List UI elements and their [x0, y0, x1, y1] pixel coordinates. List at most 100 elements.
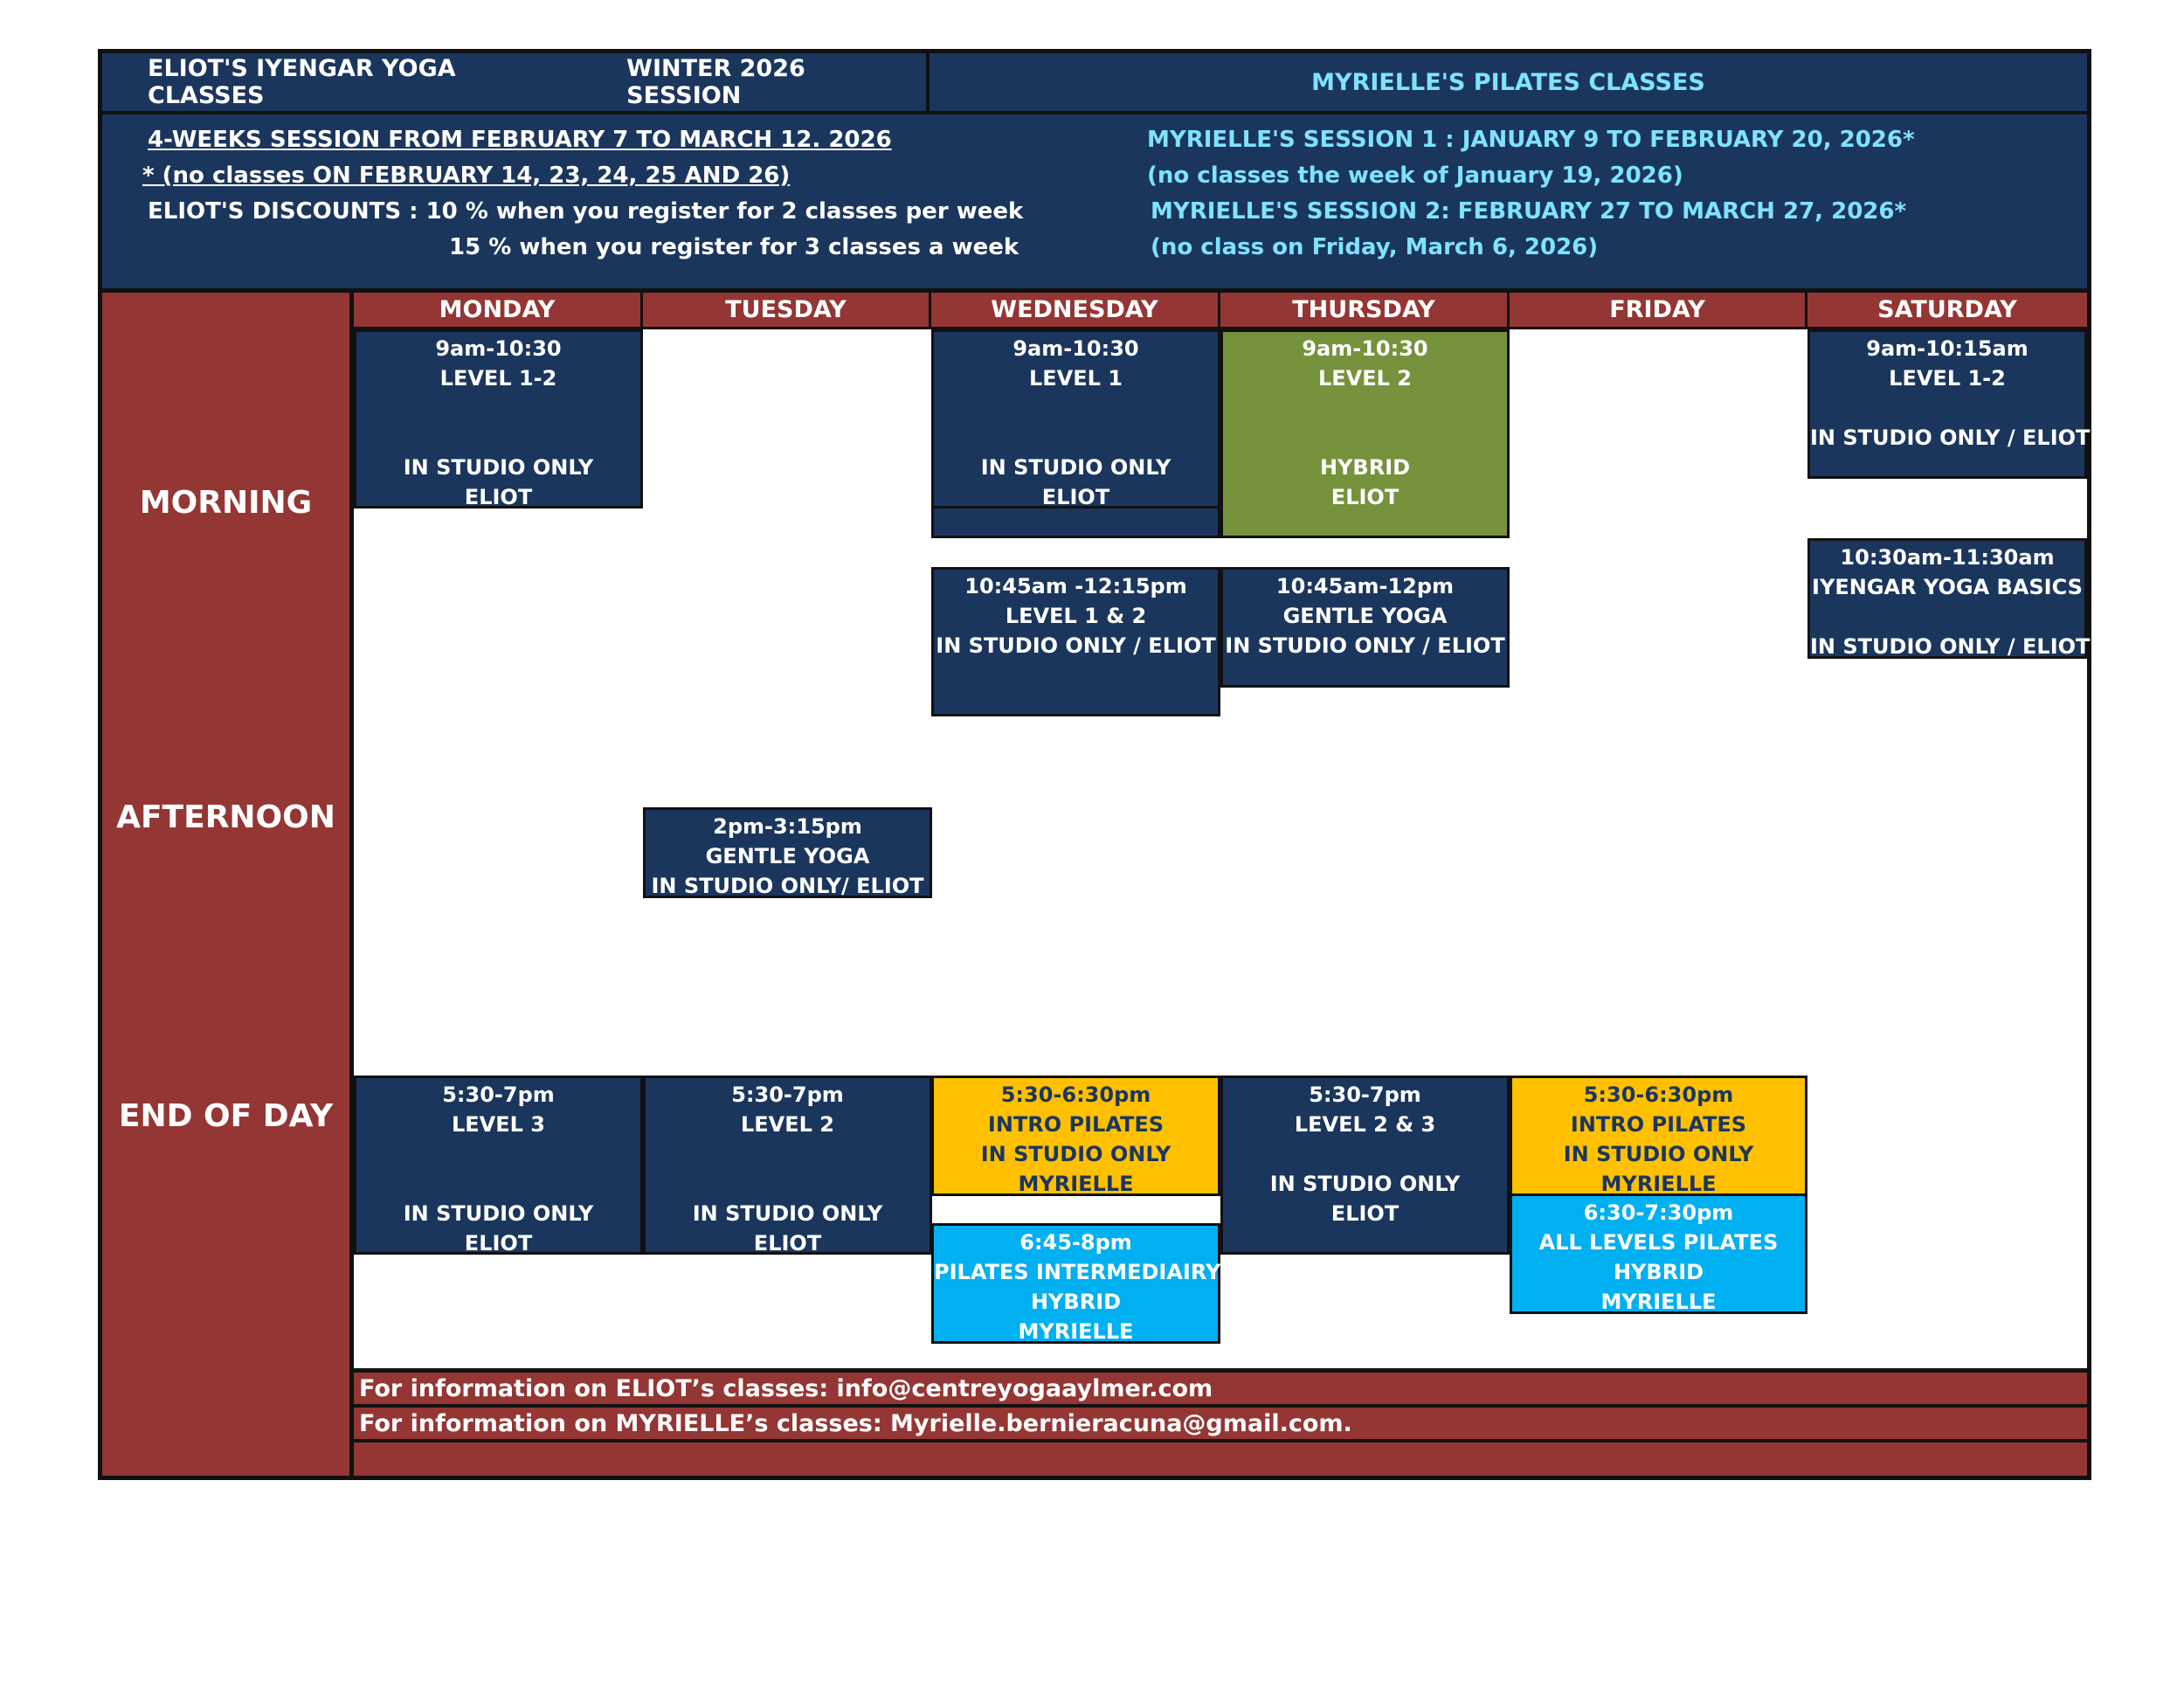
- class-tuesday-evening[interactable]: 5:30-7pm LEVEL 2 IN STUDIO ONLY ELIOT: [643, 1076, 932, 1256]
- class-time: 9am-10:30: [1013, 336, 1139, 361]
- class-mode: IN STUDIO ONLY: [1563, 1142, 1754, 1166]
- class-mode: IN STUDIO ONLY: [980, 455, 1171, 480]
- class-level: LEVEL 2 & 3: [1294, 1112, 1436, 1137]
- class-time: 9am-10:30: [435, 336, 562, 361]
- class-monday-morning[interactable]: 9am-10:30 LEVEL 1-2 IN STUDIO ONLY ELIOT: [354, 329, 643, 509]
- class-mode: HYBRID: [1030, 1290, 1122, 1314]
- class-time: 9am-10:30: [1302, 336, 1428, 361]
- class-level: GENTLE YOGA: [1282, 604, 1448, 628]
- pilates-session-2: MYRIELLE'S SESSION 2: FEBRUARY 27 TO MAR…: [1151, 198, 1907, 225]
- class-time: 9am-10:15am: [1866, 336, 2028, 361]
- class-mode: IN STUDIO ONLY: [980, 1142, 1171, 1166]
- class-mode: IN STUDIO ONLY: [403, 455, 594, 480]
- class-time: 6:30-7:30pm: [1583, 1200, 1734, 1225]
- class-level: LEVEL 3: [451, 1112, 545, 1137]
- myrielle-contact-text: For information on MYRIELLE’s classes: M…: [359, 1409, 1352, 1437]
- day-wednesday: WEDNESDAY: [931, 293, 1220, 329]
- class-tuesday-afternoon[interactable]: 2pm-3:15pm GENTLE YOGA IN STUDIO ONLY/ E…: [643, 807, 932, 898]
- footer-myrielle-info: For information on MYRIELLE’s classes: M…: [354, 1408, 2087, 1442]
- class-level: LEVEL 2: [740, 1112, 834, 1137]
- class-thursday-morning[interactable]: 9am-10:30 LEVEL 2 HYBRID ELIOT: [1220, 329, 1510, 538]
- day-thursday: THURSDAY: [1220, 293, 1510, 329]
- class-time: 2pm-3:15pm: [713, 814, 862, 839]
- class-teacher: ELIOT: [464, 1231, 533, 1256]
- yoga-no-class-dates: * (no classes ON FEBRUARY 14, 23, 24, 25…: [142, 163, 791, 189]
- class-mode: HYBRID: [1319, 455, 1411, 480]
- class-level: LEVEL 1: [1028, 366, 1123, 391]
- pilates-title: MYRIELLE'S PILATES CLASSES: [1311, 68, 1705, 96]
- class-mode: IN STUDIO ONLY / ELIOT: [1810, 425, 2091, 450]
- class-saturday-morning[interactable]: 9am-10:15am LEVEL 1-2 IN STUDIO ONLY / E…: [1807, 329, 2091, 479]
- class-time: 10:45am-12pm: [1275, 574, 1455, 598]
- yoga-discount-1: ELIOT'S DISCOUNTS : 10 % when you regist…: [148, 198, 1024, 225]
- pilates-session-1-note: (no classes the week of January 19, 2026…: [1147, 163, 1683, 189]
- class-mode: HYBRID: [1613, 1260, 1704, 1284]
- class-wednesday-morning[interactable]: 9am-10:30 LEVEL 1 IN STUDIO ONLY ELIOT: [931, 329, 1220, 509]
- class-teacher: ELIOT: [1330, 485, 1400, 509]
- class-teacher: MYRIELLE: [1018, 1319, 1134, 1344]
- class-teacher: ELIOT: [753, 1231, 822, 1256]
- class-level: LEVEL 2: [1317, 366, 1412, 391]
- pilates-header: MYRIELLE'S PILATES CLASSES: [930, 53, 2087, 114]
- grid-bottom-line: [354, 1368, 2087, 1373]
- footer-empty-bar: [354, 1442, 2087, 1476]
- class-mode: IN STUDIO ONLY: [692, 1201, 883, 1226]
- day-tuesday: TUESDAY: [643, 293, 931, 329]
- class-mode: IN STUDIO ONLY/ ELIOT: [651, 874, 924, 898]
- day-saturday: SATURDAY: [1807, 293, 2087, 329]
- period-end-of-day: END OF DAY: [118, 1098, 334, 1134]
- class-teacher: ELIOT: [1330, 1201, 1400, 1226]
- class-mode: IN STUDIO ONLY / ELIOT: [1810, 634, 2091, 659]
- class-mode: IN STUDIO ONLY: [403, 1201, 594, 1226]
- class-time: 5:30-6:30pm: [1000, 1083, 1151, 1107]
- session-info: 4-WEEKS SESSION FROM FEBRUARY 7 TO MARCH…: [102, 114, 2087, 293]
- class-time: 5:30-7pm: [1309, 1083, 1421, 1107]
- wednesday-morning-spacer: [931, 506, 1220, 538]
- class-level: INTRO PILATES: [987, 1112, 1165, 1137]
- class-level: LEVEL 1 & 2: [1005, 604, 1147, 628]
- class-teacher: MYRIELLE: [1600, 1290, 1717, 1314]
- day-monday: MONDAY: [354, 293, 643, 329]
- class-level: INTRO PILATES: [1570, 1112, 1747, 1137]
- class-level: GENTLE YOGA: [705, 844, 870, 868]
- class-teacher: MYRIELLE: [1018, 1172, 1134, 1196]
- footer-eliot-info: For information on ELIOT’s classes: info…: [354, 1373, 2087, 1408]
- class-friday-evening-pilates-all-levels[interactable]: 6:30-7:30pm ALL LEVELS PILATES HYBRID MY…: [1510, 1193, 1807, 1314]
- class-thursday-late-morning[interactable]: 10:45am-12pm GENTLE YOGA IN STUDIO ONLY …: [1220, 567, 1510, 688]
- pilates-session-1: MYRIELLE'S SESSION 1 : JANUARY 9 TO FEBR…: [1147, 127, 1915, 153]
- yoga-session: WINTER 2026 SESSION: [626, 55, 805, 109]
- class-thursday-evening[interactable]: 5:30-7pm LEVEL 2 & 3 IN STUDIO ONLY ELIO…: [1220, 1076, 1510, 1255]
- class-teacher: ELIOT: [464, 485, 533, 509]
- eliot-contact-text: For information on ELIOT’s classes: info…: [359, 1374, 1213, 1402]
- class-time: 5:30-6:30pm: [1583, 1083, 1734, 1107]
- yoga-header: ELIOT'S IYENGAR YOGA CLASSES WINTER 2026…: [102, 53, 930, 114]
- class-level: PILATES INTERMEDIAIRY: [934, 1260, 1221, 1284]
- class-monday-evening[interactable]: 5:30-7pm LEVEL 3 IN STUDIO ONLY ELIOT: [354, 1076, 643, 1256]
- class-mode: IN STUDIO ONLY / ELIOT: [1225, 633, 1505, 658]
- class-saturday-late-morning[interactable]: 10:30am-11:30am IYENGAR YOGA BASICS IN S…: [1807, 538, 2091, 659]
- class-wednesday-evening-pilates-intro[interactable]: 5:30-6:30pm INTRO PILATES IN STUDIO ONLY…: [931, 1076, 1220, 1196]
- day-friday: FRIDAY: [1510, 293, 1807, 329]
- class-teacher: ELIOT: [1041, 485, 1110, 509]
- class-level: IYENGAR YOGA BASICS: [1812, 575, 2083, 599]
- class-mode: IN STUDIO ONLY: [1269, 1172, 1461, 1196]
- class-level: LEVEL 1-2: [1889, 366, 2006, 391]
- pilates-session-2-note: (no class on Friday, March 6, 2026): [1151, 234, 1599, 260]
- class-time: 10:45am -12:15pm: [964, 574, 1187, 598]
- class-level: ALL LEVELS PILATES: [1538, 1230, 1779, 1255]
- period-morning: MORNING: [139, 485, 313, 521]
- class-level: LEVEL 1-2: [439, 366, 557, 391]
- class-time: 6:45-8pm: [1019, 1230, 1132, 1255]
- schedule-frame: ELIOT'S IYENGAR YOGA CLASSES WINTER 2026…: [98, 49, 2091, 1480]
- class-time: 5:30-7pm: [442, 1083, 555, 1107]
- period-afternoon: AFTERNOON: [116, 799, 335, 835]
- class-wednesday-late-morning[interactable]: 10:45am -12:15pm LEVEL 1 & 2 IN STUDIO O…: [931, 567, 1220, 716]
- yoga-discount-2: 15 % when you register for 3 classes a w…: [449, 234, 1019, 260]
- class-time: 5:30-7pm: [731, 1083, 844, 1107]
- class-time: 10:30am-11:30am: [1840, 545, 2055, 570]
- class-wednesday-evening-pilates-intermediate[interactable]: 6:45-8pm PILATES INTERMEDIAIRY HYBRID MY…: [931, 1223, 1220, 1344]
- class-friday-evening-pilates-intro[interactable]: 5:30-6:30pm INTRO PILATES IN STUDIO ONLY…: [1510, 1076, 1807, 1196]
- yoga-title: ELIOT'S IYENGAR YOGA CLASSES: [148, 55, 456, 109]
- class-teacher: MYRIELLE: [1600, 1172, 1717, 1196]
- period-column: MORNING AFTERNOON END OF DAY: [102, 293, 354, 1476]
